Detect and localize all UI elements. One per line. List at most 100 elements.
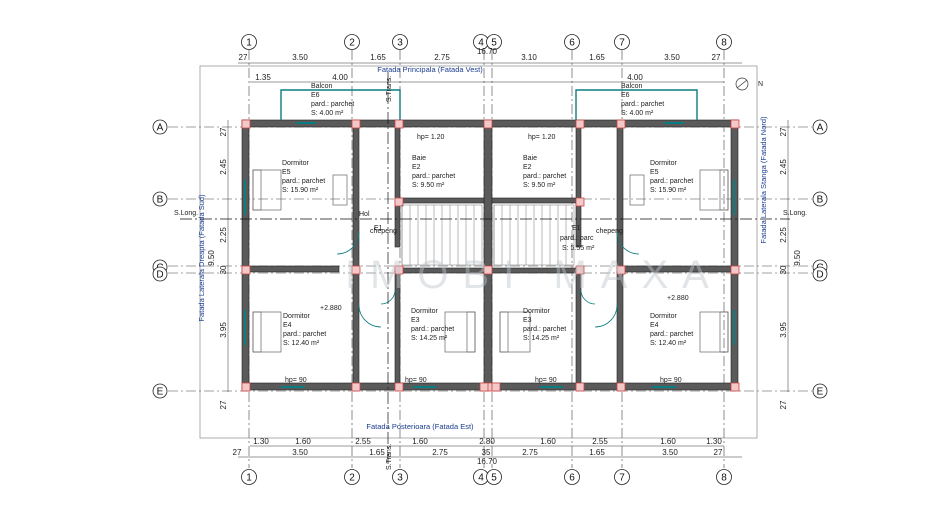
label-north: N <box>758 81 763 88</box>
column-marker <box>483 119 493 129</box>
dim-bottom: 2.75 <box>432 448 448 457</box>
north-arrow <box>735 77 749 91</box>
label-level: +2.880 <box>667 295 689 302</box>
dim-top: 3.10 <box>521 53 537 62</box>
section-lines <box>180 72 790 465</box>
axis-bubble-row <box>152 266 168 282</box>
dim-bottom: 27 <box>714 448 723 457</box>
axis-bubble-row <box>812 383 828 399</box>
column-marker <box>351 265 361 275</box>
room-floor: pard.: parchet <box>523 326 566 333</box>
room-code: E4 <box>650 322 659 329</box>
column-marker <box>730 265 740 275</box>
room-code: E5 <box>282 169 291 176</box>
dim-right: 27 <box>779 400 788 409</box>
axis-bubble-col <box>716 34 732 50</box>
axis-label-col: 3 <box>397 38 403 49</box>
column-marker <box>616 265 626 275</box>
axis-bubble-col <box>564 34 580 50</box>
dim-bottom: 2.75 <box>522 448 538 457</box>
dim-bottom-sub: 2.80 <box>479 437 495 446</box>
room-area: S: 15.90 m² <box>650 187 687 194</box>
dim-top: 1.65 <box>370 53 386 62</box>
column-marker <box>351 119 361 129</box>
dim-top-sub: 4.00 <box>627 73 643 82</box>
room-area: S: 9.50 m² <box>523 182 556 189</box>
drawing-frame <box>199 65 758 439</box>
doors <box>336 231 640 328</box>
room-name: Dormitor <box>523 308 551 315</box>
axis-label-row: B <box>817 195 824 206</box>
label-hp: hp= 1.20 <box>528 134 556 141</box>
room-area: S: 12.40 m² <box>283 340 320 347</box>
label-hp90: hp= 90 <box>660 377 682 384</box>
column-marker <box>730 119 740 129</box>
axis-label-col: 6 <box>569 473 575 484</box>
axis-label-row: E <box>157 387 164 398</box>
dim-top-total: 16.70 <box>477 47 498 56</box>
label-strans: S.Trans. <box>386 444 393 470</box>
column-marker <box>241 265 251 275</box>
column-marker <box>394 265 404 275</box>
axis-bubble-col <box>392 469 408 485</box>
watermark: IMOBI MAXA <box>345 253 723 297</box>
dim-top: 27 <box>239 53 248 62</box>
dim-right: 30 <box>779 265 788 274</box>
axis-label-col: 5 <box>491 38 497 49</box>
structural-columns <box>241 119 740 392</box>
axis-bubble-col <box>241 469 257 485</box>
axis-label-col: 1 <box>246 38 252 49</box>
label-hp90: hp= 90 <box>405 377 427 384</box>
facade-label-right: Fatada Laterala Stanga (Fatada Nord) <box>759 116 768 244</box>
column-marker <box>575 265 585 275</box>
axis-bubble-col <box>716 469 732 485</box>
dim-bottom: 27 <box>233 448 242 457</box>
dim-bottom: 1.65 <box>589 448 605 457</box>
facade-label-top: Fatada Principala (Fatada Vest) <box>377 65 483 74</box>
dim-right: 2.45 <box>779 159 788 175</box>
room-code: E2 <box>412 164 421 171</box>
room-code: E5 <box>650 169 659 176</box>
dim-bottom-total: 16.70 <box>477 457 498 466</box>
label-slong: S.Long. <box>174 210 198 217</box>
axis-bubble-col <box>392 34 408 50</box>
balconies <box>280 89 698 120</box>
room-floor: pard.: parchet <box>523 173 566 180</box>
axis-label-row: D <box>156 270 163 281</box>
room-code: E6 <box>621 92 630 99</box>
label-hp: hp= 1.20 <box>417 134 445 141</box>
furniture-beds <box>252 169 729 353</box>
axis-label-row: A <box>817 123 824 134</box>
column-marker <box>730 382 740 392</box>
room-name: Balcon <box>621 83 643 90</box>
axis-bubble-col <box>486 34 502 50</box>
facade-label-left: Fatada Laterala Dreapta (Fatada Sud) <box>197 194 206 322</box>
dim-bottom-sub: 1.30 <box>253 437 269 446</box>
axis-bubble-row <box>812 119 828 135</box>
dim-right: 27 <box>779 127 788 136</box>
axis-label-col: 2 <box>349 473 355 484</box>
axis-label-col: 7 <box>619 38 625 49</box>
axis-bubble-col <box>241 34 257 50</box>
staircase <box>401 204 575 266</box>
label-e1: E1 <box>572 225 581 232</box>
column-marker <box>394 197 404 207</box>
column-marker <box>616 382 626 392</box>
column-marker <box>491 382 501 392</box>
dim-bottom: 3.50 <box>662 448 678 457</box>
room-floor: pard.: parchet <box>650 331 693 338</box>
room-area: S: 9.50 m² <box>412 182 445 189</box>
axis-bubble-col <box>564 469 580 485</box>
axis-label-row: B <box>157 195 164 206</box>
label-chepeng: chepeng <box>596 228 623 235</box>
room-area: S: 4.00 m² <box>621 110 654 117</box>
column-marker <box>616 119 626 129</box>
room-area: S: 4.00 m² <box>311 110 344 117</box>
dim-left: 30 <box>219 265 228 274</box>
axis-bubble-col <box>344 34 360 50</box>
axis-bubbles: 1122334455667788AABBCCDDEE <box>152 34 828 485</box>
room-code: E3 <box>523 317 532 324</box>
axis-bubble-col <box>344 469 360 485</box>
